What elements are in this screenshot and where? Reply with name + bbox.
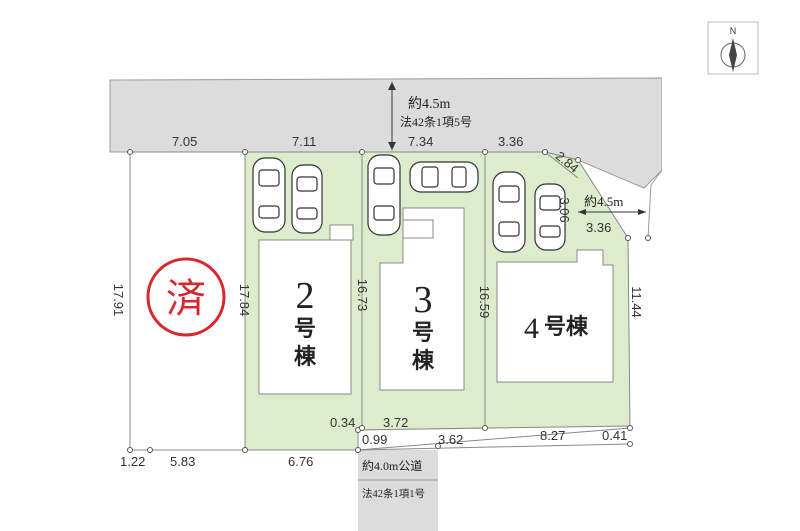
corner-cut bbox=[544, 151, 579, 179]
building-4 bbox=[496, 249, 614, 383]
bottom-boundary bbox=[357, 443, 631, 451]
lot-3-suffix2: 棟 bbox=[412, 348, 435, 374]
compass: N bbox=[707, 21, 759, 75]
arrow-left-icon bbox=[578, 209, 586, 215]
building-3 bbox=[379, 207, 465, 391]
top-road-width: 約4.5m bbox=[408, 96, 450, 112]
sold-stamp: 済 bbox=[166, 276, 206, 322]
car-icon bbox=[291, 164, 323, 234]
top-road-law: 法42条1項5号 bbox=[400, 115, 472, 129]
dim-bottom-3: 6.76 bbox=[288, 454, 313, 469]
arrow-right-icon bbox=[638, 209, 646, 215]
car-icon bbox=[534, 183, 566, 251]
dim-bottom-2: 5.83 bbox=[170, 454, 195, 469]
building-2-porch bbox=[329, 224, 354, 241]
lot-3-suffix1: 号 bbox=[412, 320, 434, 346]
dim-bottom-1: 1.22 bbox=[120, 454, 145, 469]
lot-2-suffix2: 棟 bbox=[294, 344, 317, 370]
lot-2-suffix1: 号 bbox=[294, 316, 316, 342]
dim-bottom-4: 0.34 bbox=[330, 415, 355, 430]
lot-4-number: 4 bbox=[524, 312, 539, 345]
car-icon bbox=[492, 171, 526, 253]
boundary-markers bbox=[127, 149, 651, 453]
right-road-edge-top bbox=[650, 169, 663, 186]
car-icon bbox=[409, 161, 479, 193]
car-icon bbox=[367, 154, 401, 236]
dim-lot3-left: 16.73 bbox=[355, 279, 370, 312]
building-3-porch bbox=[402, 219, 434, 239]
dim-left: 17.91 bbox=[111, 284, 126, 317]
dim-top-lot4: 3.36 bbox=[498, 134, 523, 149]
arrow-down-icon bbox=[388, 142, 396, 150]
dim-bottom-5: 3.72 bbox=[383, 415, 408, 430]
dim-bottom-6: 0.99 bbox=[362, 432, 387, 447]
right-road-width: 約4.5m bbox=[584, 194, 623, 209]
arrow-up-icon bbox=[388, 82, 396, 90]
lot-4-label: 号棟 bbox=[544, 314, 589, 340]
dim-right: 11.44 bbox=[629, 286, 644, 318]
dim-bottom-9: 0.41 bbox=[602, 428, 627, 443]
dim-bottom-7: 3.62 bbox=[438, 432, 463, 447]
compass-label: N bbox=[730, 26, 737, 36]
building-2 bbox=[258, 239, 352, 395]
dim-top-lot1: 7.05 bbox=[172, 134, 197, 149]
dim-top-lot3: 7.34 bbox=[408, 134, 433, 149]
north-arrow-icon bbox=[729, 38, 737, 72]
bottom-road-width: 約4.0m公道 bbox=[362, 458, 422, 473]
right-road-edge bbox=[647, 184, 652, 239]
dim-lot4-left: 16.59 bbox=[477, 286, 492, 319]
right-road bbox=[662, 0, 800, 531]
dim-corner-vertical: 3.06 bbox=[557, 197, 572, 222]
lot-2-number: 2 bbox=[296, 275, 315, 317]
car-icon bbox=[252, 157, 286, 233]
dim-corner-horizontal: 3.36 bbox=[586, 220, 611, 235]
bottom-road bbox=[358, 450, 438, 531]
dim-top-lot2: 7.11 bbox=[292, 134, 316, 149]
lot-3-number: 3 bbox=[414, 279, 433, 321]
dim-bottom-8: 8.27 bbox=[540, 428, 565, 443]
bottom-road-law: 法42条1項1号 bbox=[362, 487, 425, 500]
dim-lot2-left: 17.84 bbox=[237, 284, 252, 317]
sold-stamp-ring bbox=[146, 257, 226, 337]
